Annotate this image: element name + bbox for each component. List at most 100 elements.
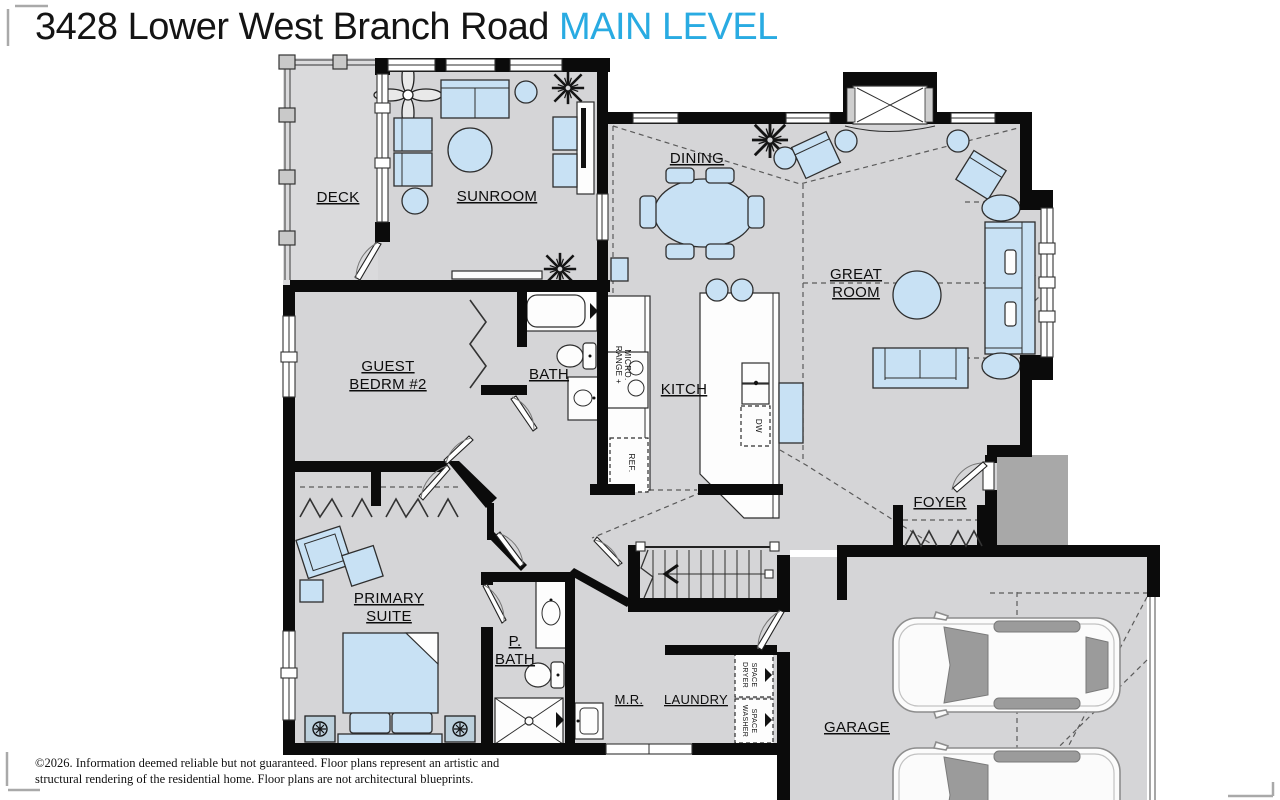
- address-text: 3428 Lower West Branch Road: [35, 6, 549, 48]
- closet-icon: [299, 497, 343, 519]
- plant-icon: [550, 70, 586, 106]
- label-guest-2: BEDRM #2: [349, 376, 426, 393]
- side-table: [299, 579, 324, 603]
- deck-post: [278, 107, 296, 123]
- end-table: [981, 194, 1021, 222]
- lounge-chair: [295, 525, 353, 580]
- door-leaf: [482, 583, 507, 624]
- pillow: [391, 712, 433, 734]
- armchair: [954, 149, 1008, 201]
- label-pbath-2: BATH: [495, 651, 535, 668]
- label-great-room-1: GREAT: [830, 266, 882, 283]
- deck-floor: [283, 58, 378, 285]
- closet-bifold-icon: [469, 299, 487, 389]
- toilet: [556, 344, 584, 368]
- doors: [299, 241, 1156, 800]
- label-kitchen: KITCH: [661, 381, 708, 398]
- car: [892, 610, 1121, 720]
- deck-post: [332, 54, 348, 70]
- label-deck: DECK: [317, 189, 360, 206]
- side-table: [946, 129, 970, 153]
- cabinet: [610, 257, 629, 282]
- refrigerator: [609, 437, 649, 493]
- closet-icon: [437, 497, 459, 518]
- side-table: [834, 129, 858, 153]
- primary-bath-fixtures: [494, 579, 567, 745]
- dining-chair: [639, 195, 657, 229]
- door-leaf: [443, 435, 474, 465]
- dw-label: DW: [754, 419, 763, 433]
- primary-furniture: [295, 525, 476, 746]
- deck-post: [278, 54, 296, 70]
- range-label: RANGE +: [614, 346, 623, 384]
- dining-chair: [705, 243, 735, 260]
- door-leaf: [510, 395, 538, 432]
- lamp-icon: [312, 721, 328, 737]
- disclaimer-line-1: ©2026. Information deemed reliable but n…: [35, 756, 500, 770]
- great-room-furniture: [872, 194, 1036, 389]
- armchair: [790, 130, 842, 180]
- staircase: [635, 541, 780, 599]
- label-sunroom: SUNROOM: [457, 188, 537, 205]
- label-pbath-1: P.: [509, 633, 522, 650]
- sofa-pillow: [1004, 301, 1017, 327]
- pillow: [349, 712, 391, 734]
- label-guest-1: GUEST: [361, 358, 414, 375]
- label-mud-room: M.R.: [615, 692, 644, 707]
- tv-icon: [581, 108, 586, 168]
- barstool: [705, 278, 729, 302]
- window-seat: [451, 270, 543, 280]
- stair-direction-arrow: [662, 563, 679, 585]
- disclaimer: ©2026. Information deemed reliable but n…: [35, 755, 499, 788]
- dining-furniture: [610, 120, 1008, 282]
- door-leaf: [495, 531, 525, 568]
- dishwasher: [740, 405, 771, 447]
- front-door: [982, 461, 995, 491]
- door-swing-icon: [765, 668, 772, 682]
- dining-chair: [747, 195, 765, 229]
- page-title: 3428 Lower West Branch Road MAIN LEVEL: [35, 6, 778, 49]
- dining-chair: [705, 167, 735, 184]
- sink: [741, 362, 770, 384]
- windows: [280, 58, 1056, 755]
- range-label2: MICRO.: [623, 349, 632, 380]
- vanity: [535, 579, 567, 649]
- dining-chair: [665, 243, 695, 260]
- deck-railing: [278, 54, 378, 280]
- label-bath: BATH: [529, 366, 569, 383]
- kitchen-fixtures: RANGE + MICRO. REF. DW: [603, 278, 804, 519]
- garage-door: [1149, 597, 1156, 800]
- door-leaf: [756, 609, 785, 651]
- disclaimer-line-2: structural rendering of the residential …: [35, 772, 474, 787]
- dryer-label2: SPACE: [750, 663, 757, 688]
- closet-icon: [385, 497, 429, 519]
- armchair: [393, 152, 433, 187]
- label-dining: DINING: [670, 150, 724, 167]
- door-swing-icon: [765, 713, 772, 727]
- armchair: [393, 117, 433, 152]
- fireplace: [844, 85, 936, 132]
- page-brackets: [5, 4, 1275, 798]
- dining-table: [653, 178, 755, 248]
- label-primary-1: PRIMARY: [354, 590, 424, 607]
- foyer-floor: [608, 445, 997, 550]
- ottoman: [892, 270, 942, 320]
- label-laundry: LAUNDRY: [664, 692, 728, 707]
- deck-post: [278, 230, 296, 246]
- faucet-icon: [590, 303, 598, 319]
- level-text: MAIN LEVEL: [558, 6, 778, 48]
- washer-label2: SPACE: [750, 709, 757, 734]
- cars: [892, 610, 1121, 800]
- door-leaf: [354, 241, 382, 281]
- round-table: [447, 127, 493, 173]
- label-foyer: FOYER: [913, 494, 966, 511]
- car: [892, 740, 1121, 800]
- bed-fold: [404, 632, 439, 666]
- utility-fixtures: DRYER SPACE WASHER SPACE: [574, 652, 774, 744]
- closet-icon: [949, 529, 983, 548]
- dining-chair: [665, 167, 695, 184]
- stair-break-line: [640, 549, 654, 599]
- label-garage: GARAGE: [824, 719, 890, 736]
- shower-door-icon: [556, 712, 564, 728]
